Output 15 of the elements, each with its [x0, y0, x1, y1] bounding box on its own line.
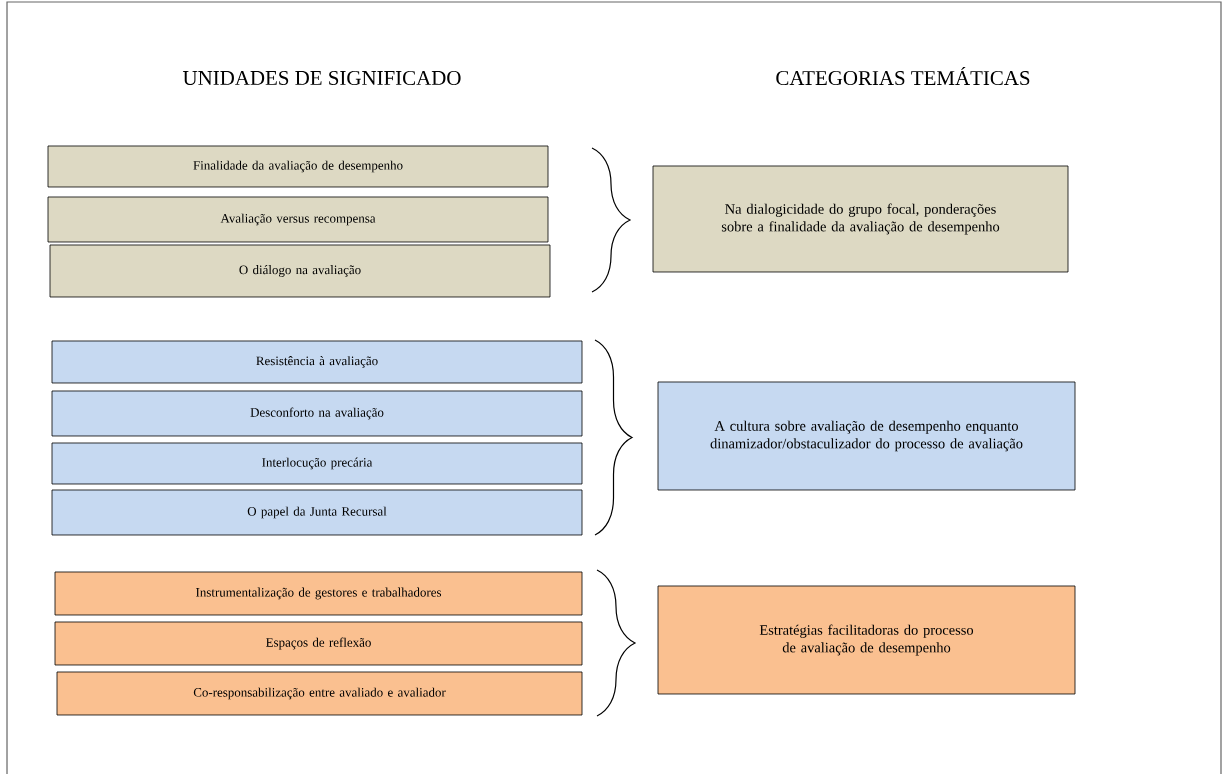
unit-box: Instrumentalização de gestores e trabalhadores: [54, 571, 583, 616]
unit-box: Avaliação versus recompensa: [47, 196, 549, 243]
unit-box: Resistência à avaliação: [51, 340, 583, 384]
unit-box: Espaços de reflexão: [54, 621, 583, 666]
category-box: Na dialogicidade do grupo focal, ponderações sobre a finalidade da avaliação de desempenho: [652, 165, 1069, 273]
unit-box: Finalidade da avaliação de desempenho: [47, 145, 549, 188]
category-box: A cultura sobre avaliação de desempenho enquanto dinamizador/obstaculizador do processo de avaliação: [657, 381, 1076, 491]
unit-box: Interlocução precária: [51, 442, 583, 485]
unit-box: Desconforto na avaliação: [51, 390, 583, 437]
column-heading: UNIDADES DE SIGNIFICADO: [182, 70, 461, 86]
category-box: Estratégias facilitadoras do processo de avaliação de desempenho: [657, 585, 1076, 695]
column-heading: CATEGORIAS TEMÁTICAS: [776, 66, 1030, 86]
unit-box: Co-responsabilização entre avaliado e avaliador: [56, 671, 583, 716]
unit-box: O diálogo na avaliação: [49, 244, 551, 298]
unit-box: O papel da Junta Recursal: [51, 489, 583, 536]
